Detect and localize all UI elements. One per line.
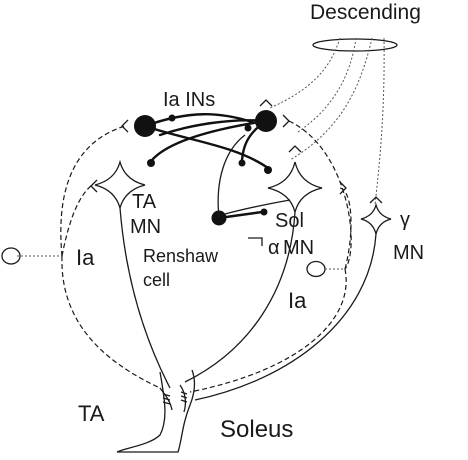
ia-left-to-ta-mn <box>61 184 93 257</box>
ta-mn-label-line1: TA <box>132 191 157 213</box>
sol-mn-ia-synapse <box>339 181 347 195</box>
renshaw-terminal <box>260 208 268 216</box>
ia-in-right-descending-synapse <box>259 99 273 107</box>
descending-fiber-4 <box>297 37 357 133</box>
inhibitory-terminal-4 <box>147 159 155 167</box>
ia-right-to-ia-in <box>288 120 352 270</box>
inhibitory-terminal-3 <box>264 166 272 174</box>
soleus-muscle <box>179 384 187 413</box>
ia-in-to-ta-mn <box>150 119 268 162</box>
ta-spindle-hatch <box>162 393 171 405</box>
sol-alpha-label: α <box>268 237 280 259</box>
gamma-label: γ <box>400 209 410 231</box>
ia-in-left-axon <box>143 113 254 128</box>
inhibitory-terminal-5 <box>238 159 246 167</box>
descending-label: Descending <box>310 1 421 24</box>
gamma-motor-axon <box>194 233 377 401</box>
ia-left-to-ia-in <box>60 125 126 257</box>
renshaw-to-sol <box>217 210 264 220</box>
ia-ins-label: Ia INs <box>163 89 215 111</box>
soleus-label: Soleus <box>220 416 293 443</box>
ia-left-label: Ia <box>76 245 95 270</box>
sol-mn-descending-synapse <box>288 145 302 153</box>
inhibitory-terminal-1 <box>168 114 176 122</box>
renshaw-label-line1: Renshaw <box>143 246 219 266</box>
ia-in-to-renshaw-branch <box>240 119 268 162</box>
soleus-spindle-hatch <box>180 391 188 403</box>
descending-fiber-3 <box>374 37 385 206</box>
descending-tract-ellipse <box>312 38 398 52</box>
ia-left-to-muscle <box>61 255 161 389</box>
descending-fiber-2 <box>289 37 373 161</box>
ia-left-receptor <box>1 247 21 265</box>
sol-collateral <box>224 199 291 215</box>
gamma-mn-descending-synapse <box>369 196 383 204</box>
ia-left-synapse-2 <box>90 179 98 193</box>
ta-mn-label-line2: MN <box>130 216 161 238</box>
ta-muscle-label: TA <box>78 401 105 426</box>
ia-in-right-axon <box>158 119 268 137</box>
ta-muscle <box>159 387 173 411</box>
ia-left-synapse-1 <box>121 119 129 133</box>
gamma-mn-label: MN <box>393 242 424 264</box>
sol-alpha-motoneuron <box>267 161 323 215</box>
renshaw-synapse-mark <box>248 237 263 246</box>
ia-right-label: Ia <box>288 288 307 313</box>
ia-in-right-synapse <box>282 114 290 128</box>
sol-label-line1: Sol <box>275 210 304 232</box>
sol-label-line2: MN <box>283 237 314 259</box>
ia-right-receptor <box>306 260 326 278</box>
descending-fiber-1 <box>269 37 341 109</box>
gamma-motoneuron <box>360 202 392 235</box>
ia-right-to-muscle <box>189 268 347 393</box>
renshaw-axon-up <box>217 134 246 219</box>
ta-motor-axon <box>119 207 171 389</box>
leg-outline <box>116 369 196 453</box>
sol-motor-axon <box>184 211 296 383</box>
ia-in-to-sol-mn <box>143 124 270 170</box>
inhibitory-terminal-2 <box>244 124 252 132</box>
renshaw-label-line2: cell <box>143 270 170 290</box>
